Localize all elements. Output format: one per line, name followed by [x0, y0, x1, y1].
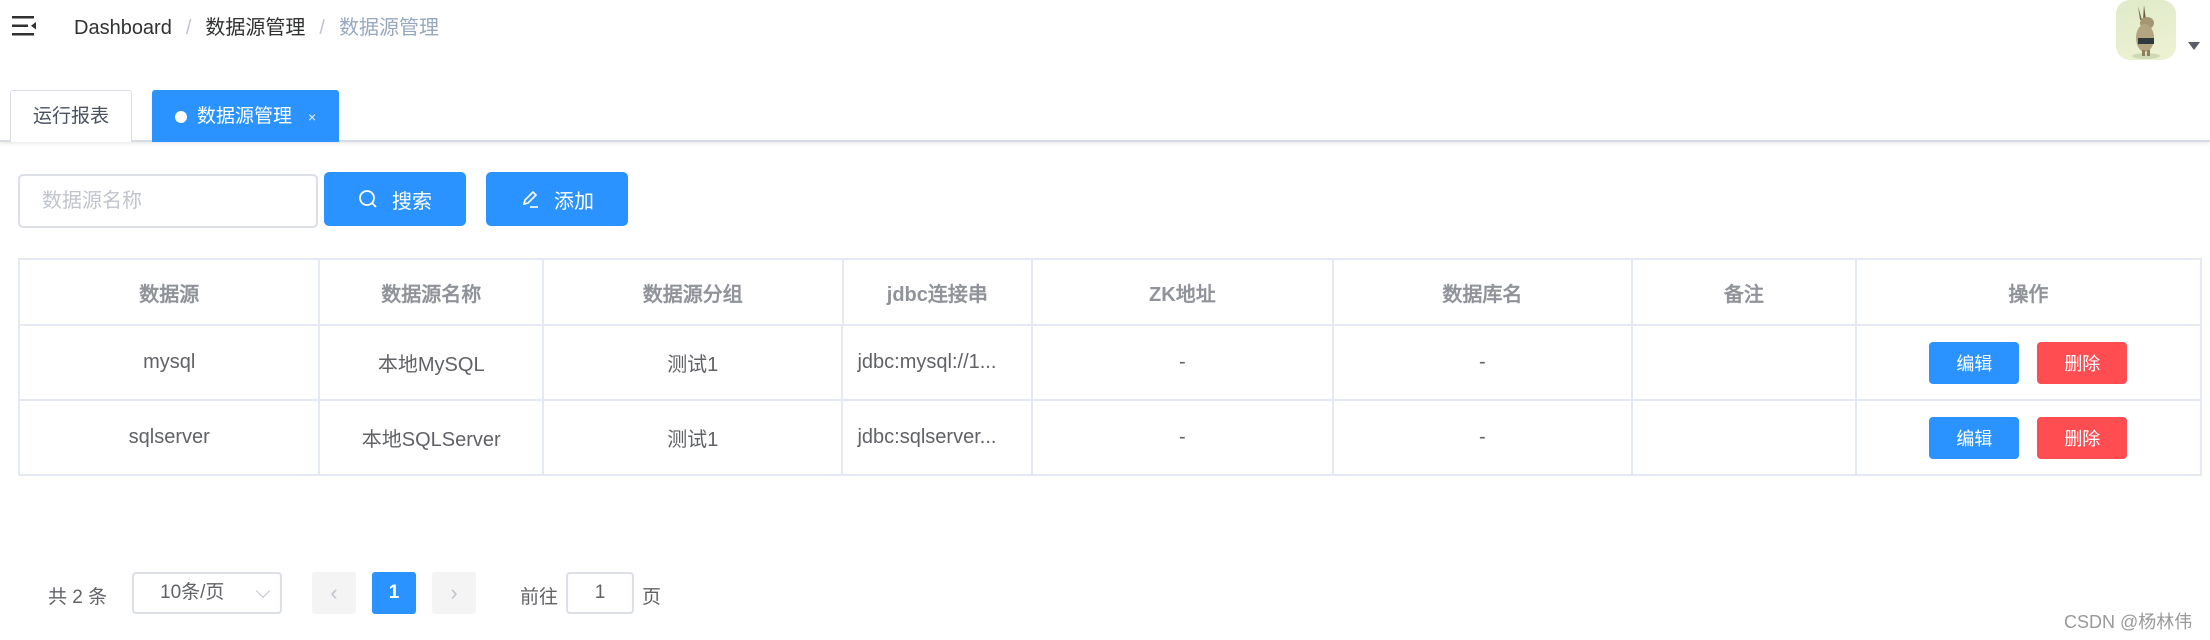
cell-actions: 编辑 删除: [1857, 401, 2200, 474]
cell-name: 本地MySQL: [320, 326, 545, 399]
prev-page-button[interactable]: ‹: [312, 572, 356, 614]
cell-datasource: mysql: [20, 326, 321, 399]
cell-datasource: sqlserver: [20, 401, 321, 474]
breadcrumb-separator: /: [319, 17, 325, 39]
tags-view: 运行报表 数据源管理 ×: [0, 68, 2210, 142]
add-button-label: 添加: [554, 190, 594, 213]
datasource-table: 数据源 数据源名称 数据源分组 jdbc连接串 ZK地址 数据库名 备注 操作 …: [18, 258, 2202, 476]
column-header-datasource: 数据源: [20, 260, 321, 324]
delete-button[interactable]: 删除: [2037, 341, 2128, 384]
tag-datasource-management[interactable]: 数据源管理 ×: [152, 90, 340, 142]
next-page-button[interactable]: ›: [432, 572, 476, 614]
edit-pen-icon: [522, 190, 538, 208]
watermark: CSDN @杨林伟: [2064, 612, 2193, 632]
cell-remark: [1633, 401, 1857, 474]
page-number-1[interactable]: 1: [372, 572, 416, 614]
search-button[interactable]: 搜索: [324, 172, 466, 226]
add-button[interactable]: 添加: [486, 172, 628, 226]
breadcrumb-current: 数据源管理: [338, 17, 439, 39]
goto-label: 前往: [520, 587, 559, 608]
cell-name: 本地SQLServer: [320, 401, 545, 474]
breadcrumb-separator: /: [185, 17, 192, 39]
cell-remark: [1633, 326, 1857, 399]
column-header-group: 数据源分组: [544, 260, 844, 324]
search-button-label: 搜索: [392, 190, 432, 213]
hamburger-fold-icon[interactable]: [12, 15, 38, 37]
cell-dbname: -: [1334, 401, 1634, 474]
tag-label: 运行报表: [33, 105, 110, 127]
close-icon[interactable]: ×: [308, 108, 317, 125]
navbar: Dashboard / 数据源管理 / 数据源管理: [0, 0, 2210, 68]
active-dot-icon: [175, 110, 187, 123]
table-row: mysql 本地MySQL 测试1 jdbc:mysql://1... - - …: [20, 326, 2200, 401]
goto-page-input[interactable]: [566, 572, 634, 614]
edit-button[interactable]: 编辑: [1929, 341, 2020, 384]
edit-button[interactable]: 编辑: [1929, 416, 2020, 459]
page-suffix-label: 页: [642, 587, 662, 608]
tag-run-report[interactable]: 运行报表: [10, 90, 133, 142]
cell-actions: 编辑 删除: [1857, 326, 2200, 399]
column-header-dbname: 数据库名: [1334, 260, 1634, 324]
caret-down-icon[interactable]: [2188, 42, 2200, 50]
tag-label: 数据源管理: [197, 105, 293, 127]
datasource-name-search-input[interactable]: [18, 174, 318, 228]
chevron-down-icon: [255, 583, 271, 599]
delete-button[interactable]: 删除: [2037, 416, 2128, 459]
column-header-actions: 操作: [2008, 283, 2049, 306]
cell-group: 测试1: [544, 401, 844, 474]
column-header-remark: 备注: [1633, 260, 1857, 324]
breadcrumb-datasource-parent[interactable]: 数据源管理: [205, 17, 306, 39]
avatar[interactable]: [2116, 0, 2176, 60]
cell-jdbc: jdbc:sqlserver...: [843, 401, 1034, 474]
cell-group: 测试1: [544, 326, 844, 399]
column-header-zk: ZK地址: [1033, 260, 1334, 324]
pagination-total: 共 2 条: [48, 587, 108, 608]
cell-zk: -: [1033, 326, 1334, 399]
search-icon: [359, 190, 377, 208]
rabbit-avatar-icon: [2132, 5, 2160, 59]
breadcrumb-dashboard[interactable]: Dashboard: [74, 17, 172, 39]
cell-jdbc: jdbc:mysql://1...: [843, 326, 1034, 399]
page-size-value: 10条/页: [160, 582, 225, 603]
cell-zk: -: [1033, 401, 1334, 474]
pagination: 共 2 条 10条/页 ‹ 1 › 前往 页: [0, 570, 800, 616]
table-header-row: 数据源 数据源名称 数据源分组 jdbc连接串 ZK地址 数据库名 备注 操作: [20, 260, 2200, 326]
table-row: sqlserver 本地SQLServer 测试1 jdbc:sqlserver…: [20, 401, 2200, 474]
column-header-jdbc: jdbc连接串: [844, 260, 1034, 324]
page-size-select[interactable]: 10条/页: [132, 572, 282, 614]
breadcrumb: Dashboard / 数据源管理 / 数据源管理: [74, 14, 439, 42]
cell-dbname: -: [1334, 326, 1634, 399]
column-header-name: 数据源名称: [320, 260, 545, 324]
